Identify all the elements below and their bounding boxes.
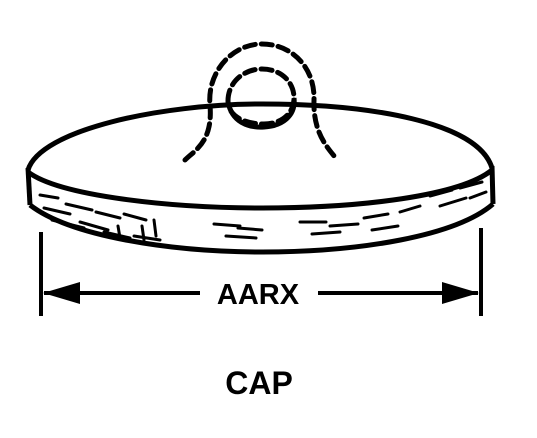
loop-inner-ring xyxy=(225,66,297,127)
disc-bottom-edge xyxy=(28,202,495,255)
cap-disc xyxy=(25,101,496,255)
arrowhead-left xyxy=(43,282,80,304)
side-shading xyxy=(38,180,488,242)
dimension-label: AARX xyxy=(217,279,300,311)
disc-side-left xyxy=(25,167,33,206)
disc-top-front-edge xyxy=(26,168,494,211)
disc-top-rim xyxy=(25,101,495,171)
loop-outer-outline xyxy=(182,41,338,163)
part-name-label: CAP xyxy=(225,365,293,401)
arrowhead-right xyxy=(442,282,479,304)
disc-side-right xyxy=(489,165,496,205)
loop-inner-solid xyxy=(225,97,297,130)
